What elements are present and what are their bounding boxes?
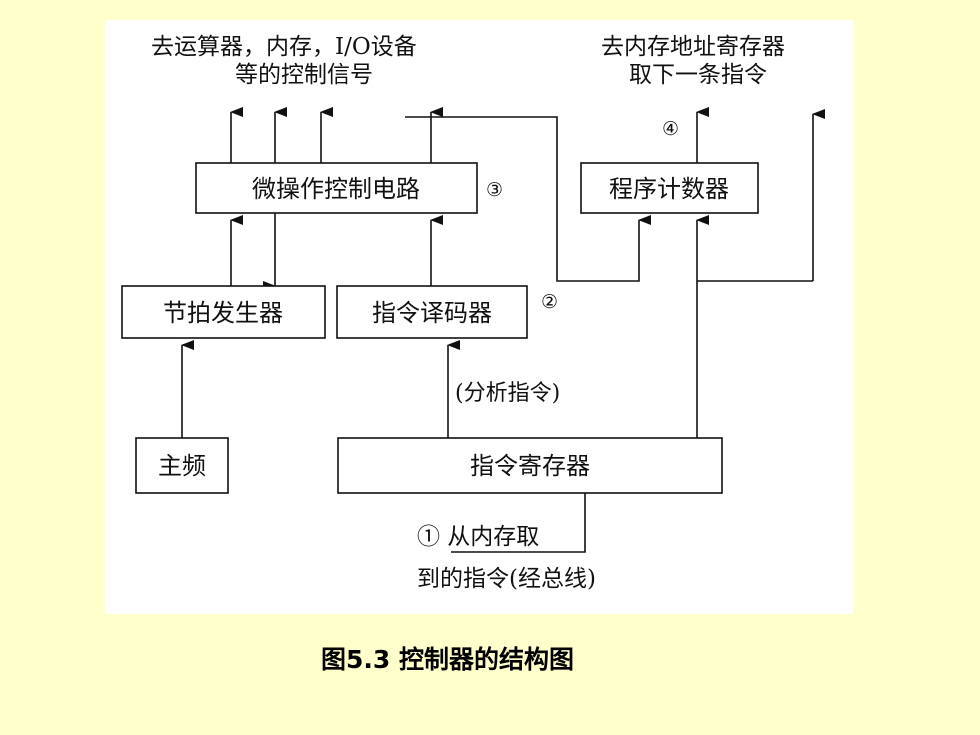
instruction-decoder-block	[336, 285, 528, 339]
instruction-register-block	[337, 437, 723, 494]
top-left-label-line1: 去运算器，内存，I/O设备	[151, 34, 417, 60]
marker-4: ④	[662, 118, 679, 140]
clock-generator-block	[121, 285, 326, 339]
instruction-register-label: 指令寄存器	[470, 452, 590, 480]
marker-2: ②	[541, 291, 558, 313]
micro-op-control-label: 微操作控制电路	[252, 175, 420, 203]
clock-generator-label: 节拍发生器	[163, 299, 283, 327]
top-right-label-line2: 取下一条指令	[629, 62, 767, 88]
controller-structure-diagram: 去运算器，内存，I/O设备 等的控制信号 去内存地址寄存器 取下一条指令 ④ 微…	[121, 34, 825, 592]
instruction-decoder-label: 指令译码器	[372, 299, 492, 327]
figure-caption: 图5.3 控制器的结构图	[321, 645, 574, 674]
top-right-label-line1: 去内存地址寄存器	[601, 34, 785, 60]
fetch-label-line2: 到的指令(经总线)	[417, 566, 596, 592]
program-counter-label: 程序计数器	[609, 175, 729, 203]
top-left-label-line2: 等的控制信号	[235, 62, 373, 88]
control-to-pc-line	[405, 116, 651, 282]
fetch-label-line1: ① 从内存取	[417, 524, 539, 550]
diagram-panel: 去运算器，内存，I/O设备 等的控制信号 去内存地址寄存器 取下一条指令 ④ 微…	[105, 20, 853, 614]
analyze-instruction-label: (分析指令)	[455, 381, 560, 406]
main-clock-block	[135, 437, 229, 494]
program-counter-block	[580, 162, 759, 214]
memory-fetch-line	[451, 493, 586, 553]
main-clock-label: 主频	[158, 452, 206, 480]
marker-3: ③	[486, 179, 503, 201]
micro-op-control-block	[195, 162, 478, 214]
